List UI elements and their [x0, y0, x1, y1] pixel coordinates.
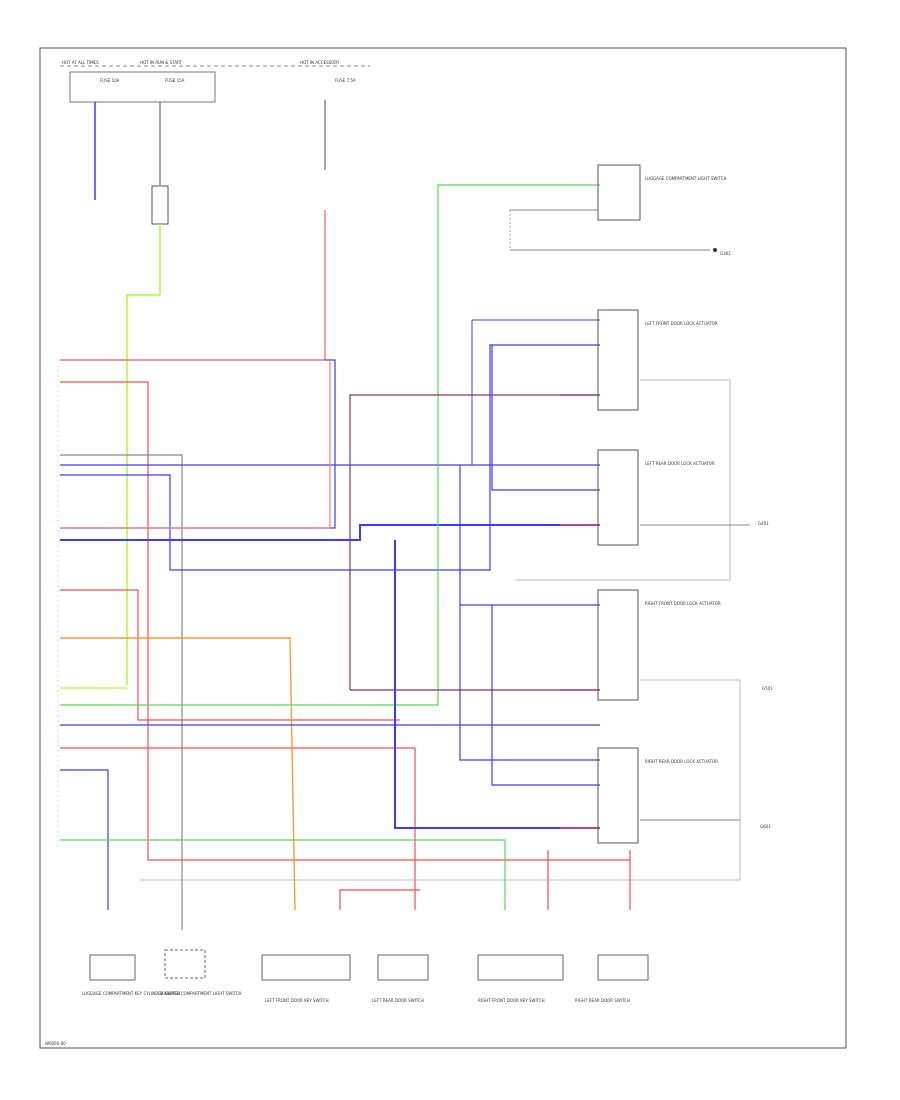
door-rr-label: RIGHT REAR DOOR LOCK ACTUATOR — [645, 759, 718, 764]
bottom-label-1: LUGGAGE COMPARTMENT KEY CYLINDER SWITCH — [82, 991, 180, 996]
bottom-label-2: LUGGAGE COMPARTMENT LIGHT SWITCH — [160, 991, 242, 996]
fuse-c-label: FUSE 7.5A — [335, 78, 356, 83]
relay-box — [151, 185, 169, 225]
door-actuator-rf: RIGHT FRONT DOOR LOCK ACTUATOR — [597, 589, 721, 701]
door-rf-label: RIGHT FRONT DOOR LOCK ACTUATOR — [645, 601, 721, 606]
door-lf-label: LEFT FRONT DOOR LOCK ACTUATOR — [645, 321, 718, 326]
diagram-frame — [39, 47, 847, 1049]
luggage-switch-label: LUGGAGE COMPARTMENT LIGHT SWITCH — [645, 176, 727, 181]
door-lr-label: LEFT REAR DOOR LOCK ACTUATOR — [645, 461, 715, 466]
switch-luggage-key — [89, 954, 136, 981]
bottom-label-4: LEFT REAR DOOR SWITCH — [372, 998, 424, 1003]
door-actuator-rr: RIGHT REAR DOOR LOCK ACTUATOR — [597, 747, 718, 844]
switch-rr — [597, 954, 649, 981]
ground-2: G401 — [758, 521, 769, 526]
switch-rf-key — [477, 954, 564, 981]
switch-lr — [377, 954, 429, 981]
fuse-box-left-label: HOT AT ALL TIMES — [62, 60, 99, 65]
fuse-a-label: FUSE 10A — [100, 78, 120, 83]
ground-3: G501 — [762, 686, 773, 691]
switch-lf-key — [261, 954, 351, 981]
door-actuator-lf: LEFT FRONT DOOR LOCK ACTUATOR — [597, 309, 718, 411]
door-actuator-lr: LEFT REAR DOOR LOCK ACTUATOR — [597, 449, 715, 546]
bottom-label-6: RIGHT REAR DOOR SWITCH — [575, 998, 630, 1003]
bottom-switch-row — [89, 949, 649, 981]
fuse-box-area: HOT AT ALL TIMES HOT IN RUN & START HOT … — [60, 60, 370, 103]
fuse-box-mid-label: HOT IN RUN & START — [140, 60, 183, 65]
bottom-label-5: RIGHT FRONT DOOR KEY SWITCH — [478, 998, 545, 1003]
switch-luggage-light — [164, 949, 206, 979]
ground-4: G601 — [760, 824, 771, 829]
fuse-box-right-label: HOT IN ACCESSORY — [300, 60, 340, 65]
fuse-b-label: FUSE 15A — [165, 78, 185, 83]
footer-code: W0000-00 — [45, 1041, 66, 1046]
bottom-label-3: LEFT FRONT DOOR KEY SWITCH — [265, 998, 329, 1003]
ground-1: G301 — [720, 251, 731, 256]
luggage-light-switch: LUGGAGE COMPARTMENT LIGHT SWITCH — [597, 164, 727, 221]
